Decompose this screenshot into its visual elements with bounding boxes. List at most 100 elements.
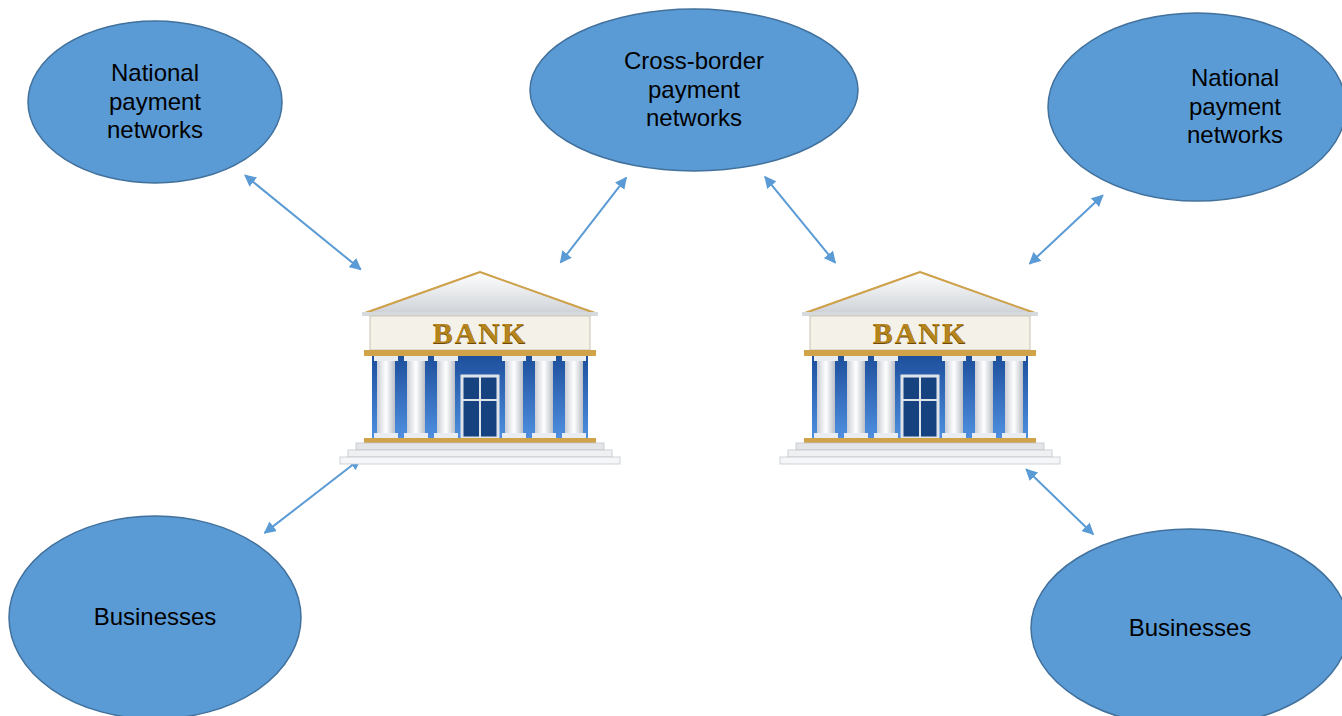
- bank-part: [462, 376, 498, 438]
- bank-part: [942, 433, 966, 438]
- bank-part: [364, 438, 596, 443]
- ellipse-outline: [1031, 529, 1342, 716]
- text-area: Businesses: [8, 515, 302, 716]
- bank-part: [535, 356, 553, 438]
- text-column: Businesses: [45, 603, 265, 632]
- bank-sign: BANK: [810, 316, 1030, 350]
- bank-part: [874, 356, 898, 361]
- bank-part: [805, 272, 920, 313]
- bank-part: [972, 356, 996, 361]
- bank-part: [437, 356, 455, 438]
- network-ellipse: National payment networks: [27, 20, 283, 184]
- bank-part: [877, 356, 895, 438]
- network-ellipse: Cross-border payment networks: [529, 8, 859, 172]
- node-label: Cross-border payment networks: [609, 47, 779, 133]
- bank-part: [972, 433, 996, 438]
- bank-illustration: [340, 268, 620, 465]
- bank-part: [562, 356, 586, 361]
- network-ellipse: Businesses: [1030, 528, 1342, 716]
- bank-part: [804, 350, 1036, 356]
- bank-part: [805, 272, 1035, 313]
- bank-part: [796, 443, 1044, 450]
- double-arrow: [245, 175, 361, 269]
- text-area: National payment networks: [27, 20, 283, 184]
- bank-part: [814, 433, 838, 438]
- bank-part: [434, 433, 458, 438]
- bank-part: [945, 356, 963, 438]
- bank-part: [502, 356, 526, 361]
- double-arrow: [561, 178, 627, 263]
- text-area: Businesses: [1030, 528, 1342, 716]
- bank-part: [562, 433, 586, 438]
- bank-part: [1005, 356, 1023, 438]
- bank-illustration: [780, 268, 1060, 465]
- bank-part: [847, 356, 865, 438]
- bank-part: [374, 433, 398, 438]
- bank-part: [462, 399, 498, 401]
- bank-part: [844, 356, 868, 361]
- text-column: National payment networks: [1160, 64, 1310, 150]
- ellipse-outline: [9, 516, 301, 716]
- double-arrow: [265, 459, 361, 533]
- double-arrow: [765, 177, 835, 263]
- ellipse-outline: [1048, 13, 1342, 201]
- bank-part: [902, 399, 938, 401]
- text-column: Cross-border payment networks: [609, 47, 779, 133]
- bank-part: [975, 356, 993, 438]
- bank-part: [374, 356, 398, 361]
- bank-label: BANK: [433, 318, 528, 348]
- bank-part: [804, 438, 1036, 443]
- double-arrow: [1026, 469, 1093, 534]
- bank-node: BANK: [340, 268, 620, 465]
- bank-part: [340, 457, 620, 464]
- bank-part: [814, 356, 838, 361]
- network-ellipse: National payment networks: [1047, 12, 1342, 202]
- bank-part: [802, 312, 1038, 316]
- bank-part: [407, 356, 425, 438]
- bank-part: [434, 356, 458, 361]
- node-label: Businesses: [45, 603, 265, 632]
- text-column: National payment networks: [80, 59, 230, 145]
- bank-part: [532, 433, 556, 438]
- network-ellipse: Businesses: [8, 515, 302, 716]
- bank-label: BANK: [873, 318, 968, 348]
- bank-part: [902, 376, 938, 438]
- bank-part: [365, 272, 480, 313]
- bank-part: [788, 450, 1052, 457]
- bank-part: [372, 356, 588, 438]
- bank-part: [844, 433, 868, 438]
- bank-part: [919, 376, 921, 438]
- bank-part: [479, 376, 481, 438]
- bank-part: [365, 272, 595, 313]
- bank-part: [404, 356, 428, 361]
- bank-part: [942, 356, 966, 361]
- bank-part: [502, 433, 526, 438]
- bank-part: [1002, 433, 1026, 438]
- bank-part: [874, 433, 898, 438]
- bank-node: BANK: [780, 268, 1060, 465]
- bank-part: [565, 356, 583, 438]
- bank-part: [812, 356, 1028, 438]
- ellipse-outline: [28, 21, 282, 183]
- double-arrow: [1030, 195, 1103, 263]
- bank-part: [348, 450, 612, 457]
- bank-part: [780, 457, 1060, 464]
- text-area: National payment networks: [1047, 12, 1342, 202]
- bank-part: [1002, 356, 1026, 361]
- bank-part: [362, 312, 598, 316]
- node-label: National payment networks: [80, 59, 230, 145]
- ellipse-outline: [530, 9, 858, 171]
- bank-part: [817, 356, 835, 438]
- text-area: Cross-border payment networks: [529, 8, 859, 172]
- bank-part: [505, 356, 523, 438]
- text-column: Businesses: [1080, 614, 1300, 643]
- bank-part: [810, 316, 1030, 350]
- bank-part: [920, 272, 1035, 313]
- node-label: Businesses: [1080, 614, 1300, 643]
- bank-part: [356, 443, 604, 450]
- bank-sign: BANK: [370, 316, 590, 350]
- bank-part: [364, 350, 596, 356]
- node-label: National payment networks: [1160, 64, 1310, 150]
- bank-part: [404, 433, 428, 438]
